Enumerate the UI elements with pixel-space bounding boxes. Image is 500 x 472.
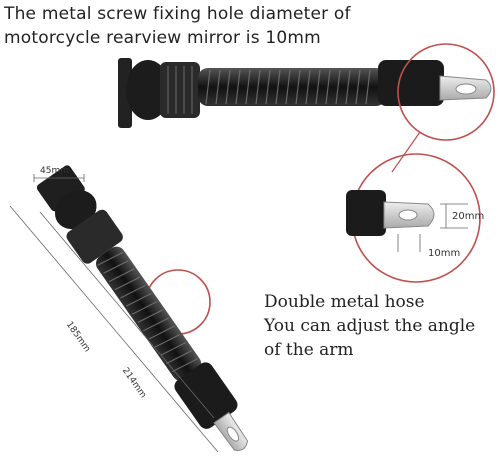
hose-caption: Double metal hose You can adjust the ang… <box>264 290 475 362</box>
diag-mount-plate <box>36 165 85 212</box>
top-caption: The metal screw fixing hole diameter of … <box>4 2 351 50</box>
detail-screw-hole <box>398 209 418 221</box>
hose-caption-line3: of the arm <box>264 340 354 360</box>
top-mirror-arm <box>118 58 492 128</box>
dim-width-top: 45mm <box>40 166 69 176</box>
top-caption-line2: motorcycle rearview mirror is 10mm <box>4 28 321 48</box>
detail-zoom <box>346 190 468 252</box>
diag-screw-hole <box>226 426 240 442</box>
hose-caption-line1: Double metal hose <box>264 292 425 312</box>
top-adjust-knob <box>160 62 200 118</box>
hose-caption-line2: You can adjust the angle <box>264 316 476 336</box>
top-ball-joint <box>126 60 170 120</box>
diagonal-mirror-arm <box>36 165 249 451</box>
diag-ball-joint <box>54 190 97 230</box>
dimension-lines <box>9 174 219 453</box>
detail-end-block <box>346 190 386 236</box>
highlight-connector <box>391 131 421 173</box>
dim-hole-height: 20mm <box>452 211 485 222</box>
diag-end-block <box>174 362 238 429</box>
top-end-block <box>378 60 444 106</box>
highlight-circle-top <box>397 43 495 141</box>
diag-spring-hose <box>96 246 202 381</box>
diag-adjust-knob <box>66 209 123 264</box>
top-mount-plate <box>118 58 132 128</box>
dim-hole-width: 10mm <box>428 248 461 259</box>
top-caption-line1: The metal screw fixing hole diameter of <box>4 4 351 24</box>
top-screw-hole <box>455 83 477 95</box>
